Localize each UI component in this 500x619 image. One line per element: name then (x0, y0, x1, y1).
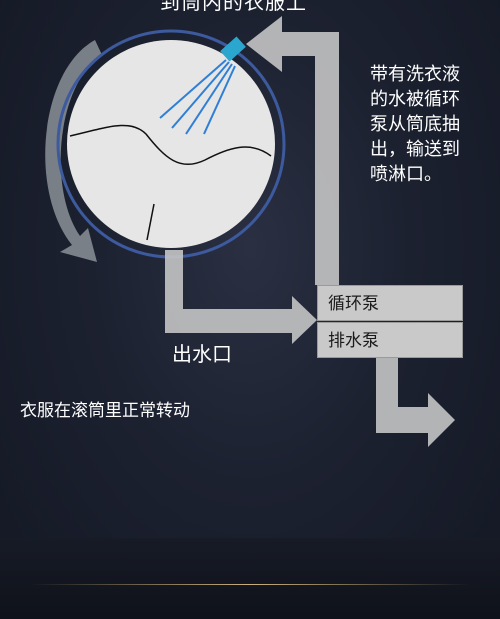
drum-rotation-note: 衣服在滚筒里正常转动 (20, 401, 190, 421)
divider-line (30, 584, 470, 585)
drain-pump: 排水泵 (317, 322, 463, 358)
drain-pump-label: 排水泵 (328, 331, 379, 351)
clothes-line (69, 124, 272, 166)
clothes-fold (146, 203, 155, 241)
top-caption: 到筒内的衣服上 (160, 0, 307, 14)
bottom-band (0, 538, 500, 619)
circulation-pump: 循环泵 (317, 285, 463, 321)
outlet-arrow (165, 250, 317, 344)
spray-explanation: 带有洗衣液的水被循环泵从筒底抽出，输送到喷淋口。 (370, 64, 460, 185)
spray-jets (159, 59, 236, 135)
spray-nozzle (220, 36, 246, 62)
outlet-label: 出水口 (172, 342, 232, 366)
rotation-arrow (45, 40, 102, 262)
circulation-pump-label: 循环泵 (328, 294, 379, 314)
drum (67, 40, 275, 248)
circulation-arrow (246, 16, 339, 285)
drain-arrow (376, 358, 455, 447)
